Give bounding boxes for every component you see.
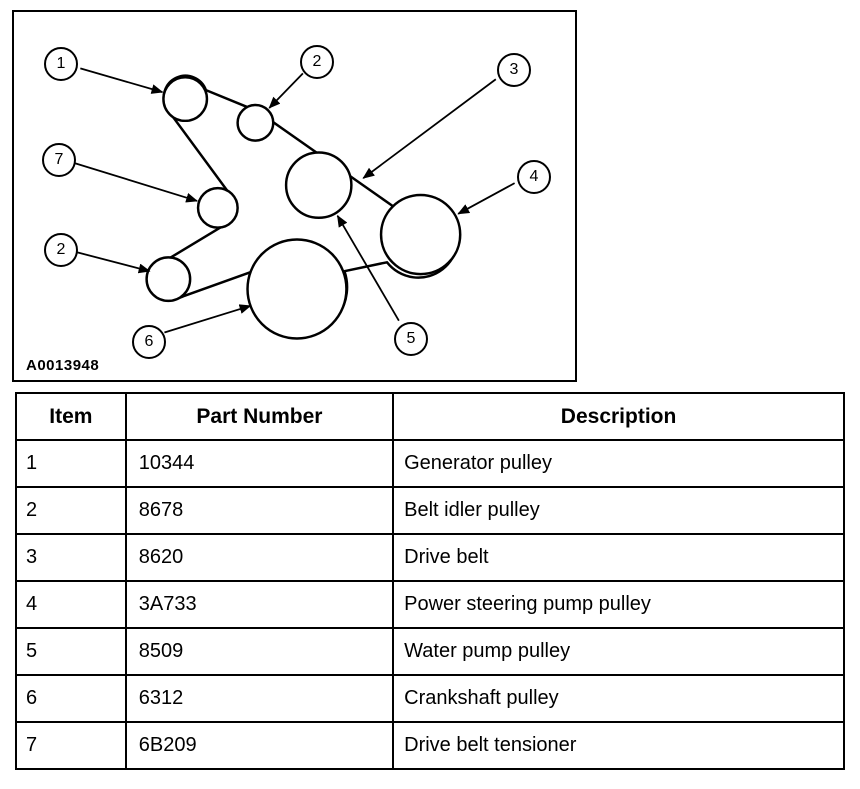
callout-7-drive-belt-tensioner: 7 <box>42 143 76 177</box>
callout-1-generator-pulley: 1 <box>44 47 78 81</box>
description-cell: Water pump pulley <box>392 627 845 676</box>
header-row: Item Part Number Description <box>15 392 845 441</box>
callout-label: 2 <box>312 53 322 70</box>
crankshaft-pulley-circle <box>246 238 348 340</box>
callout-label: 3 <box>509 61 519 78</box>
callout-label: 4 <box>529 168 539 185</box>
parts-table-header: Item Part Number Description <box>15 392 845 441</box>
callout-5-water-pump-pulley: 5 <box>394 322 428 356</box>
part-number-cell: 6312 <box>124 674 395 723</box>
arrow-to-crankshaft-pulley <box>164 304 252 334</box>
item-cell: 5 <box>15 627 127 676</box>
belt-idler-pulley-top-circle <box>236 103 275 142</box>
table-row: 4 3A733 Power steering pump pulley <box>15 580 845 629</box>
table-row: 3 8620 Drive belt <box>15 533 845 582</box>
table-row: 6 6312 Crankshaft pulley <box>15 674 845 723</box>
arrow-to-generator-pulley <box>80 67 164 94</box>
description-cell: Drive belt tensioner <box>392 721 845 770</box>
callout-3-drive-belt: 3 <box>497 53 531 87</box>
item-cell: 3 <box>15 533 127 582</box>
diagram-canvas <box>75 67 516 340</box>
header-description: Description <box>392 392 845 441</box>
table-row: 1 10344 Generator pulley <box>15 439 845 488</box>
part-number-cell: 3A733 <box>124 580 395 629</box>
arrow-to-tensioner <box>75 162 199 203</box>
parts-table-body: 1 10344 Generator pulley 2 8678 Belt idl… <box>15 439 845 770</box>
callout-label: 1 <box>56 55 66 72</box>
header-part-number: Part Number <box>124 392 395 441</box>
description-cell: Belt idler pulley <box>392 486 845 535</box>
callout-2-belt-idler-bottom: 2 <box>44 233 78 267</box>
callout-4-power-steering-pulley: 4 <box>517 160 551 194</box>
arrow-to-drive-belt <box>362 78 497 179</box>
generator-pulley-circle <box>162 76 209 123</box>
water-pump-pulley-circle <box>284 151 353 219</box>
description-cell: Generator pulley <box>392 439 845 488</box>
table-row: 7 6B209 Drive belt tensioner <box>15 721 845 770</box>
part-number-cell: 8509 <box>124 627 395 676</box>
description-cell: Drive belt <box>392 533 845 582</box>
arrow-to-belt-idler-top <box>268 72 304 109</box>
callout-label: 6 <box>144 333 154 350</box>
belt-idler-pulley-bottom-circle <box>145 256 192 303</box>
arrow-to-belt-idler-bottom <box>77 251 151 274</box>
arrow-to-power-steering-pulley <box>457 182 516 215</box>
callout-label: 2 <box>56 241 66 258</box>
item-cell: 6 <box>15 674 127 723</box>
callout-6-crankshaft-pulley: 6 <box>132 325 166 359</box>
power-steering-pump-pulley-circle <box>379 193 462 276</box>
item-cell: 1 <box>15 439 127 488</box>
item-cell: 7 <box>15 721 127 770</box>
part-number-cell: 8678 <box>124 486 395 535</box>
part-number-cell: 6B209 <box>124 721 395 770</box>
figure-id: A0013948 <box>26 357 100 374</box>
callout-label: 5 <box>406 330 416 347</box>
table-row: 2 8678 Belt idler pulley <box>15 486 845 535</box>
part-number-cell: 10344 <box>124 439 395 488</box>
parts-table: Item Part Number Description 1 10344 Gen… <box>15 392 845 770</box>
callout-2-belt-idler-top: 2 <box>300 45 334 79</box>
description-cell: Crankshaft pulley <box>392 674 845 723</box>
item-cell: 4 <box>15 580 127 629</box>
table-row: 5 8509 Water pump pulley <box>15 627 845 676</box>
callout-label: 7 <box>54 151 64 168</box>
arrow-to-water-pump-pulley <box>336 214 400 322</box>
belt-routing-diagram: 1 2 3 7 4 2 5 6 A0013948 <box>12 10 577 382</box>
description-cell: Power steering pump pulley <box>392 580 845 629</box>
header-item: Item <box>15 392 127 441</box>
item-cell: 2 <box>15 486 127 535</box>
drive-belt-tensioner-circle <box>196 186 239 229</box>
part-number-cell: 8620 <box>124 533 395 582</box>
